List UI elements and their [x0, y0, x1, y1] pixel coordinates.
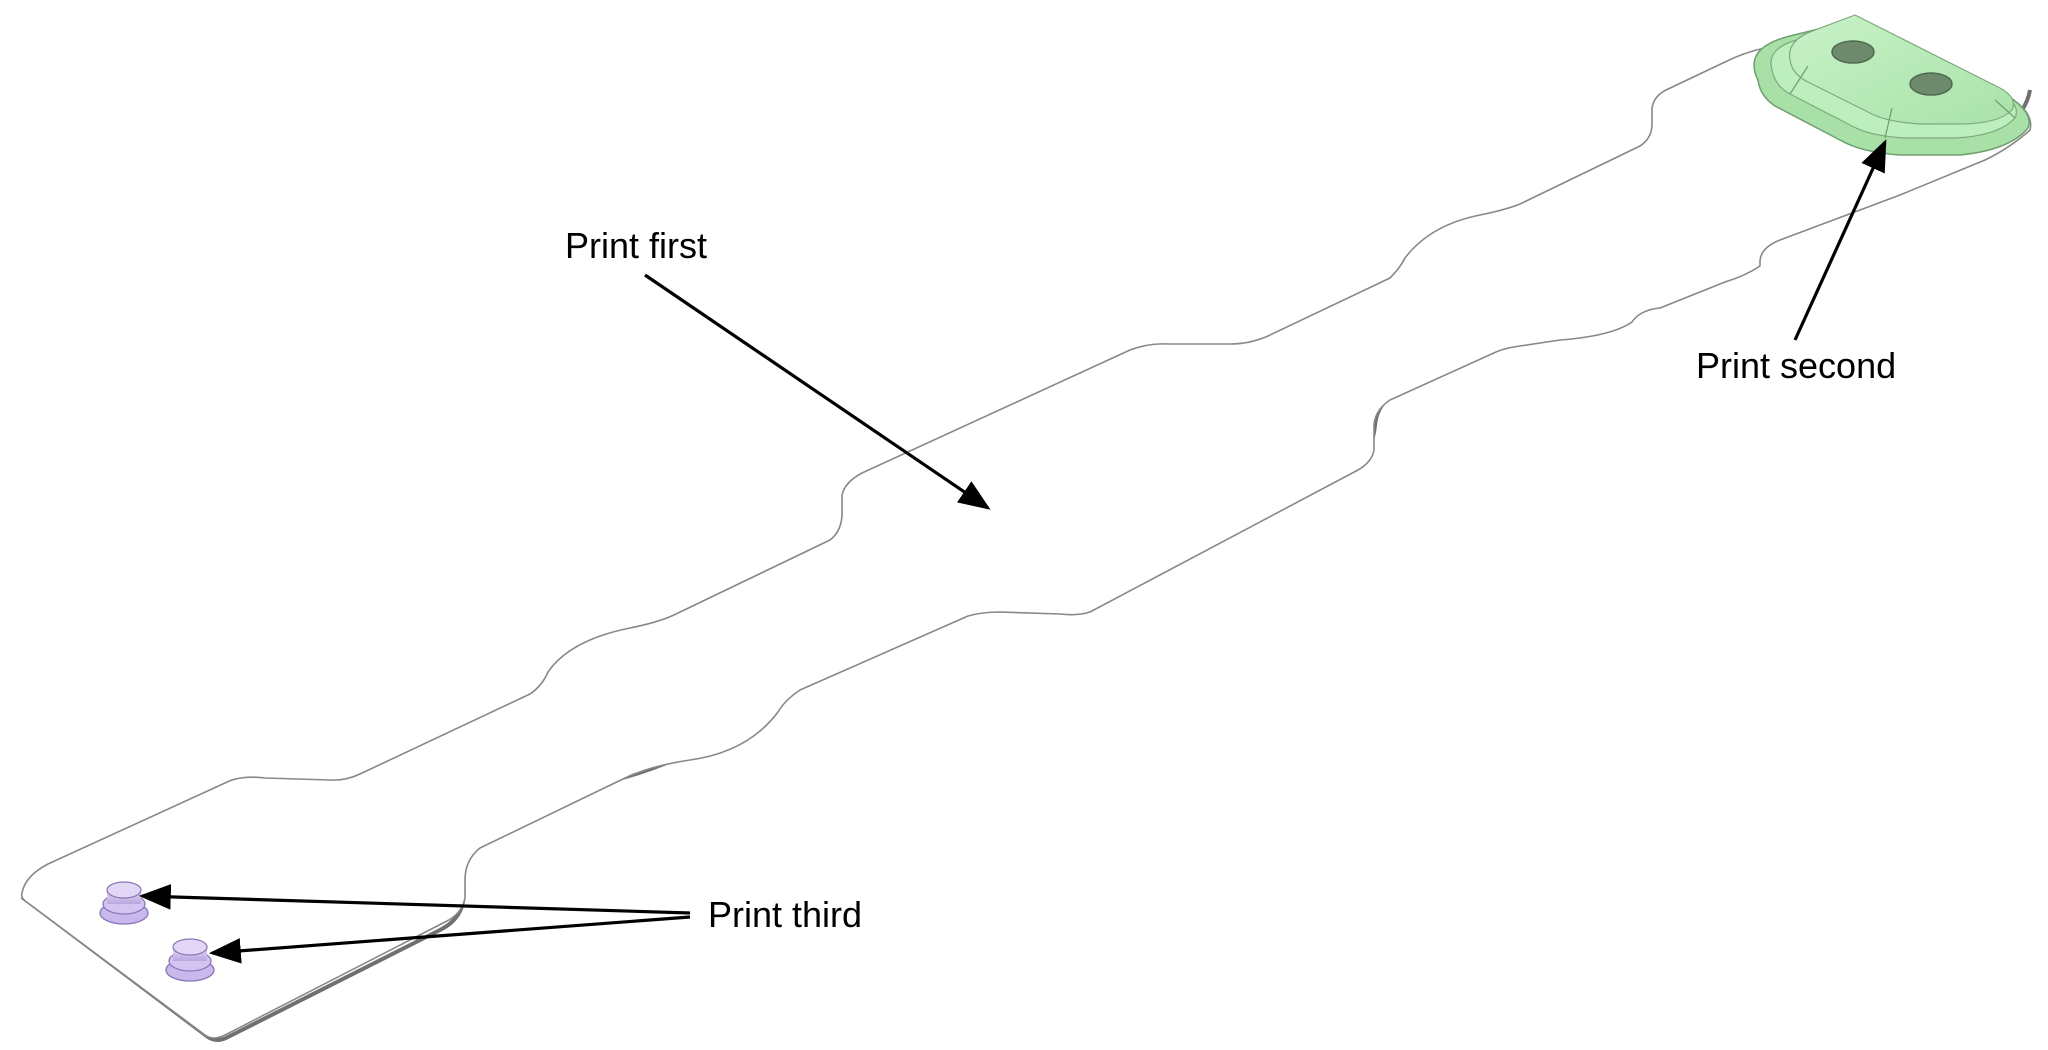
end-block-seam	[1789, 65, 1809, 95]
peg-part	[165, 938, 215, 982]
callout-print-third: Print third	[708, 894, 863, 935]
arrow-first	[644, 273, 991, 510]
strip-part	[20, 39, 2032, 1042]
end-block-part	[1753, 14, 2030, 156]
arrow-third	[138, 884, 691, 915]
strip-outline	[20, 39, 2032, 1039]
mounting-hole	[1831, 40, 1875, 64]
mounting-hole	[1909, 72, 1953, 96]
peg-head	[172, 938, 208, 956]
callout-print-second: Print second	[1696, 345, 1897, 386]
peg-head	[106, 881, 142, 899]
peg-part	[99, 881, 149, 925]
arrow-second	[1793, 139, 1887, 341]
arrow-third	[208, 915, 691, 964]
callout-print-first: Print first	[565, 225, 708, 266]
end-block-seam	[1994, 99, 2016, 119]
end-block-seam	[1884, 107, 1893, 139]
